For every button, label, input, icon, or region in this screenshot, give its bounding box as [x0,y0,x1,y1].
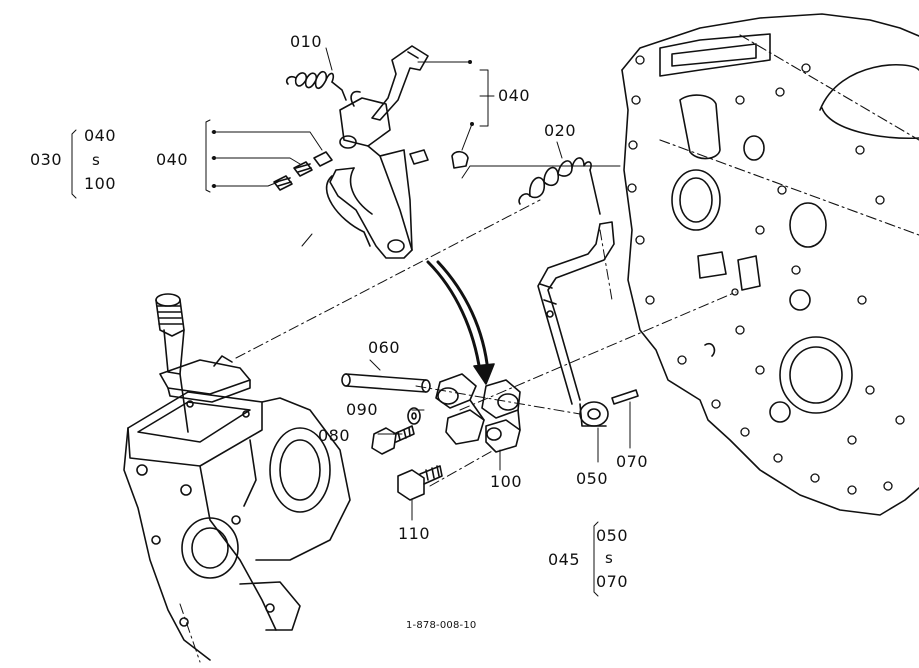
part-label-045: 045 [548,550,581,569]
lever-arm-050 [537,221,615,427]
part-label-060: 060 [368,338,401,357]
part-label-040-fork: 040 [498,86,531,105]
part-label-080: 080 [318,426,351,445]
part-label-070: 070 [616,452,649,471]
dash-dot-centerlines [179,199,737,663]
part-label-090: 090 [346,400,379,419]
range-start-040: 040 [84,126,117,145]
part-label-030: 030 [30,150,63,169]
range-end-070: 070 [596,572,629,591]
spring-020 [518,157,601,215]
part-label-110: 110 [398,524,431,543]
part-label-040-parts: 040 [156,150,189,169]
part-label-020: 020 [544,121,577,140]
governor-fork-lever [325,45,429,259]
governor-housing [123,391,351,661]
part-label-100: 100 [490,472,523,491]
figure-code: 1-878-008-10 [406,620,477,631]
governor-shaft [155,293,251,433]
range-separator-045: s [605,549,614,567]
washer-090 [407,407,421,425]
yoke-100 [435,373,521,453]
spring-010 [285,70,347,101]
fork-pins-and-nuts [273,149,469,191]
engine-centerlines [659,34,919,236]
leader-dots [212,60,474,188]
bolt-110 [397,465,443,501]
assembly-arrow [426,260,495,385]
part-label-010: 010 [290,32,323,51]
range-separator-030: s [92,151,101,169]
pin-060 [341,373,431,393]
bolt-080 [371,425,415,455]
leader-lines [71,47,631,597]
pin-070 [611,389,639,405]
engine-block-bolt-holes [627,55,905,495]
range-end-100: 100 [84,174,117,193]
part-label-050: 050 [576,469,609,488]
engine-block-housing [621,13,919,516]
range-start-050: 050 [596,526,629,545]
